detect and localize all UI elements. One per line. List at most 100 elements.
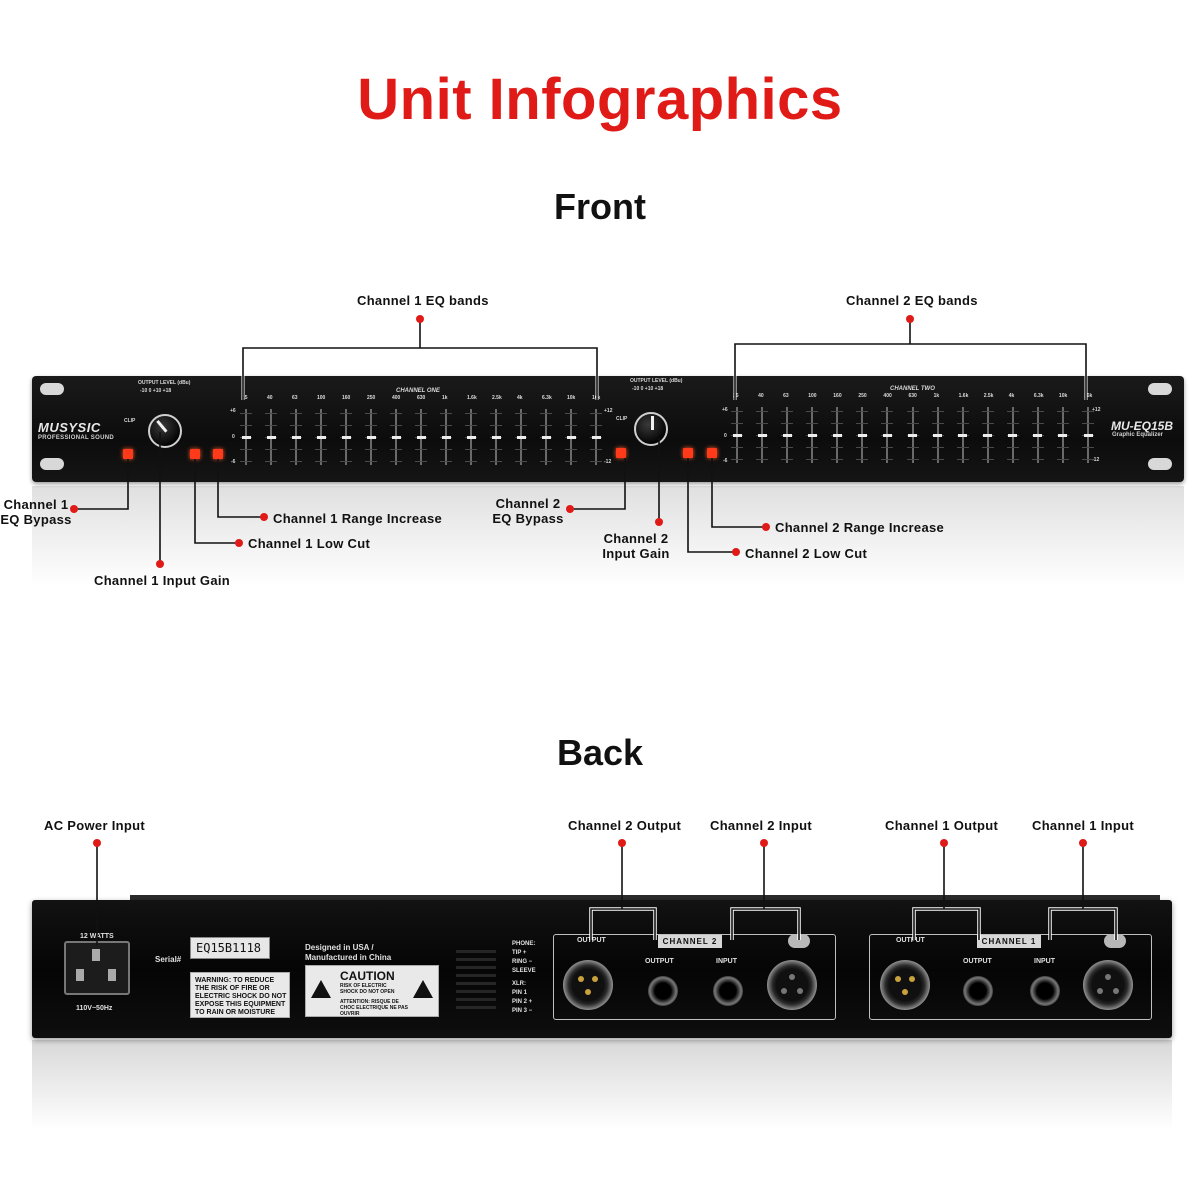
eq-scale-tick <box>240 413 252 414</box>
channel-2-eq-slider-16k[interactable] <box>1083 433 1093 437</box>
channel-2-eq-slider-630[interactable] <box>908 433 917 437</box>
ac-power-inlet[interactable] <box>64 941 130 995</box>
eq-scale-tick <box>1031 459 1044 460</box>
eq-scale-tick <box>931 459 944 460</box>
channel-2-eq-slider-250[interactable] <box>857 433 867 437</box>
channel-1-io-panel <box>869 934 1152 1020</box>
channel-2-range-increase-button[interactable] <box>707 448 717 458</box>
channel-one-label: CHANNEL ONE <box>396 388 440 394</box>
eq-frequency-label: 1.6k <box>467 395 477 401</box>
xlr-release-latch[interactable] <box>1104 934 1126 948</box>
xlr-release-latch[interactable] <box>788 934 810 948</box>
channel-1-low-cut-button[interactable] <box>190 449 200 459</box>
channel-2-eq-slider-1k[interactable] <box>933 433 943 437</box>
channel-1-eq-slider-6.3k[interactable] <box>541 435 551 439</box>
channel-2-eq-slider-400[interactable] <box>882 433 892 437</box>
channel-1-xlr-output[interactable] <box>880 960 930 1010</box>
eq-scale-top: +6 <box>722 407 728 413</box>
channel-2-eq-slider-2.5k[interactable] <box>983 433 993 437</box>
eq-scale-tick <box>565 425 577 426</box>
output-level-label: OUTPUT LEVEL (dBu) <box>630 378 683 384</box>
channel-2-eq-slider-10k[interactable] <box>1058 433 1068 437</box>
channel-2-xlr-input[interactable] <box>767 960 817 1010</box>
eq-frequency-label: 250 <box>858 393 867 399</box>
xlr-pin <box>902 989 908 995</box>
channel-1-input-gain-knob[interactable] <box>148 414 182 448</box>
eq-scale-tick <box>806 459 819 460</box>
eq-scale-tick <box>756 423 769 424</box>
channel-2-low-cut-button[interactable] <box>683 448 693 458</box>
callout-dot <box>260 513 268 521</box>
channel-2-eq-slider-160[interactable] <box>832 433 842 437</box>
channel-1-eq-slider-40[interactable] <box>266 435 276 439</box>
channel-2-eq-slider-6.3k[interactable] <box>1033 433 1043 437</box>
channel-2-eq-slider-40[interactable] <box>757 433 767 437</box>
eq-frequency-label: 1k <box>933 393 940 399</box>
eq-scale-tick <box>1056 423 1069 424</box>
eq-scale-tick <box>315 425 327 426</box>
channel-2-input-gain-knob[interactable] <box>634 412 668 446</box>
model-subtitle: Graphic Equalizer <box>1112 432 1164 438</box>
vent-slot <box>456 1006 496 1009</box>
eq-scale-tick <box>265 449 277 450</box>
eq-scale-tick <box>340 425 352 426</box>
eq-frequency-label: 16k <box>1084 393 1093 399</box>
channel-1-eq-slider-25[interactable] <box>241 435 251 439</box>
eq-scale-tick <box>856 459 869 460</box>
rack-ear-hole <box>1148 383 1172 395</box>
eq-frequency-label: 6.3k <box>1033 393 1044 399</box>
channel-2-eq-slider-63[interactable] <box>782 433 792 437</box>
rack-ear-hole <box>40 458 64 470</box>
channel-2-eq-slider-100[interactable] <box>807 433 817 437</box>
eq-scale-tick <box>315 413 327 414</box>
channel-1-quarter-inch-input[interactable] <box>1030 976 1060 1006</box>
channel-1-eq-slider-10k[interactable] <box>566 435 576 439</box>
page-title: Unit Infographics <box>357 67 843 132</box>
channel-1-eq-slider-63[interactable] <box>291 435 301 439</box>
knob-pointer <box>156 419 168 433</box>
eq-scale-tick <box>731 423 743 424</box>
eq-frequency-label: 63 <box>292 395 298 401</box>
eq-frequency-label: 10k <box>567 395 576 401</box>
channel-1-eq-slider-630[interactable] <box>416 435 426 439</box>
channel-1-eq-slider-16k[interactable] <box>591 435 601 439</box>
eq-scale-tick <box>390 461 402 462</box>
eq-scale-tick <box>415 461 427 462</box>
channel-1-eq-slider-4k[interactable] <box>516 435 526 439</box>
channel-1-eq-slider-1.6k[interactable] <box>466 435 476 439</box>
eq-frequency-label: 16k <box>592 395 601 401</box>
channel-2-eq-slider-4k[interactable] <box>1008 433 1018 437</box>
channel-2-quarter-inch-input[interactable] <box>713 976 743 1006</box>
channel-1-quarter-inch-output[interactable] <box>963 976 993 1006</box>
eq-scale-tick <box>756 447 769 448</box>
channel-1-eq-bypass-button[interactable] <box>123 449 133 459</box>
channel-1-range-increase-button[interactable] <box>213 449 223 459</box>
channel-1-eq-slider-250[interactable] <box>366 435 376 439</box>
channel-2-eq-slider-1.6k[interactable] <box>958 433 968 437</box>
callout-dot <box>416 315 424 323</box>
eq-scale-mid: 0 <box>232 434 235 440</box>
channel-2-xlr-output[interactable] <box>563 960 613 1010</box>
channel-1-xlr-input[interactable] <box>1083 960 1133 1010</box>
label-channel-1-low-cut: Channel 1 Low Cut <box>248 536 371 551</box>
eq-scale-tick <box>590 449 602 450</box>
channel-1-eq-slider-2.5k[interactable] <box>491 435 501 439</box>
phone-legend-line: TIP + <box>512 950 527 956</box>
callout-dot <box>762 523 770 531</box>
channel-1-eq-slider-1k[interactable] <box>441 435 451 439</box>
callout-dot <box>93 839 101 847</box>
xlr-socket-pin <box>797 988 803 994</box>
channel-1-eq-slider-400[interactable] <box>391 435 401 439</box>
eq-scale-tick <box>365 425 377 426</box>
label-channel-2-output: Channel 2 Output <box>568 818 682 833</box>
eq-scale-tick <box>856 447 869 448</box>
channel-2-eq-slider-25[interactable] <box>732 433 742 437</box>
channel-1-eq-slider-160[interactable] <box>341 435 351 439</box>
channel-2-quarter-inch-output[interactable] <box>648 976 678 1006</box>
serial-label: Serial# <box>155 955 182 964</box>
exclamation-warning-icon <box>413 980 433 998</box>
channel-1-eq-slider-100[interactable] <box>316 435 326 439</box>
channel-2-eq-bypass-button[interactable] <box>616 448 626 458</box>
eq-scale-tick <box>956 423 969 424</box>
eq-frequency-label: 2.5k <box>492 395 502 401</box>
